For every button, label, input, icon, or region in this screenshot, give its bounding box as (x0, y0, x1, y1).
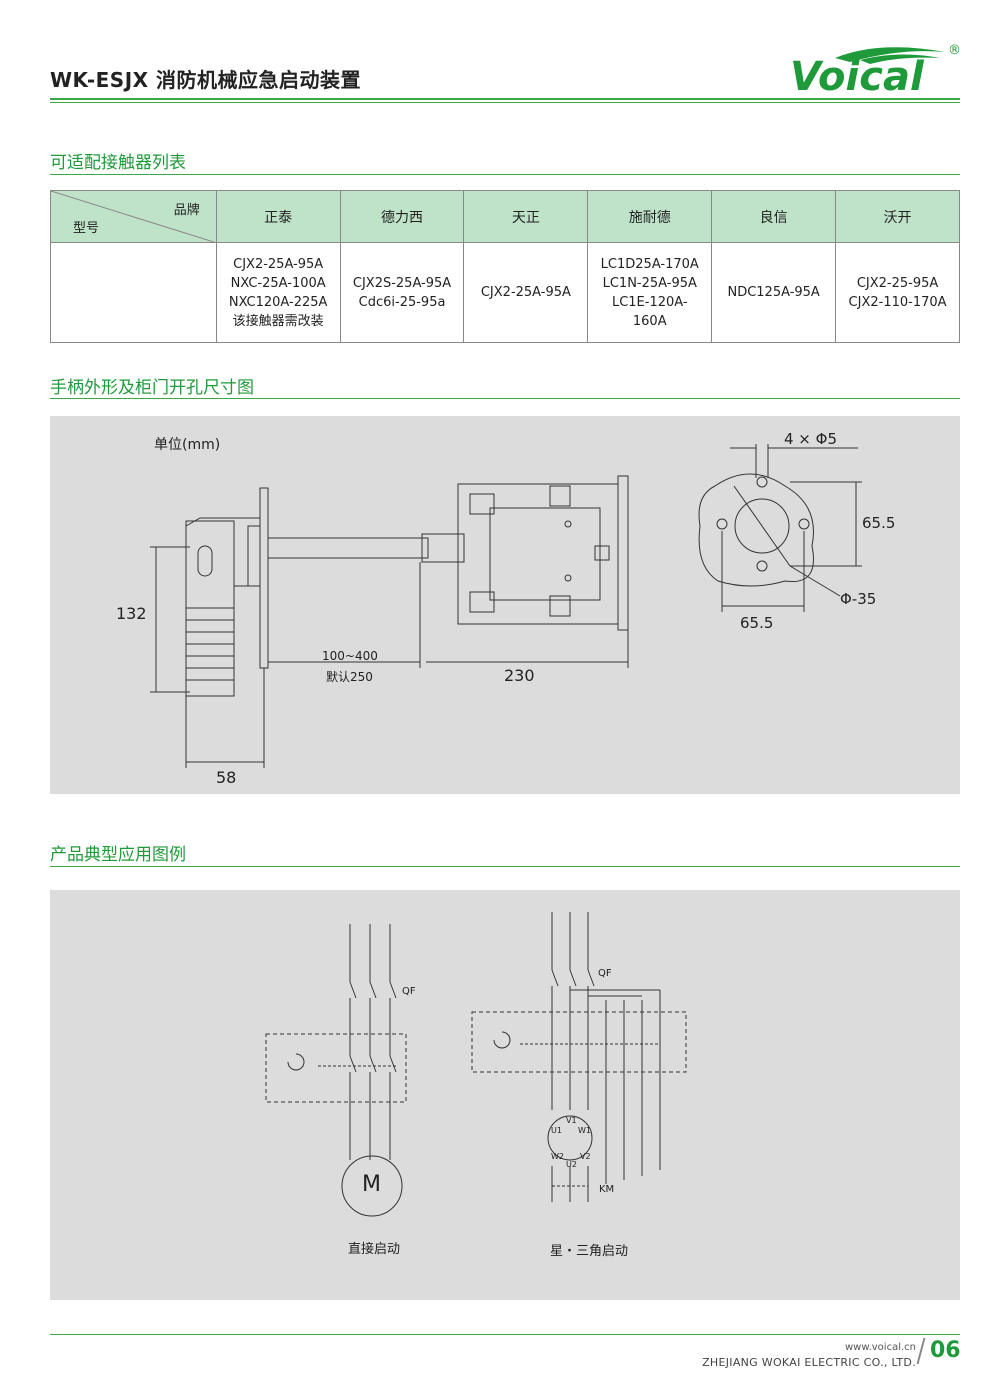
model-line: 160A (632, 313, 667, 329)
brand-header: 良信 (711, 190, 837, 243)
model-line: NXC-25A-100A (230, 275, 326, 291)
terminal-v2: V2 (580, 1152, 591, 1161)
height-dimension: 132 (116, 604, 147, 623)
header-divider (50, 98, 960, 100)
brand-header: 施耐德 (587, 190, 713, 243)
direct-start-caption: 直接启动 (348, 1242, 401, 1257)
star-delta-caption: 星・三角启动 (550, 1244, 629, 1259)
hole-spacing-vertical: 65.5 (862, 514, 896, 532)
model-line: CJX2S-25A-95A (352, 275, 452, 291)
hole-spacing-horizontal: 65.5 (740, 614, 774, 632)
model-line: 该接触器需改装 (232, 313, 324, 329)
dimension-drawing (150, 444, 862, 768)
motor-label: M (362, 1172, 381, 1197)
table-row: CJX2-25A-95A NXC-25A-100A NXC120A-225A 该… (50, 242, 960, 343)
section-divider (50, 174, 960, 175)
dimension-drawing-panel: 单位(mm) 132 58 100~400 默认250 230 4 × Φ5 6… (50, 416, 960, 794)
corner-brand-label: 品牌 (173, 203, 200, 218)
model-line: CJX2-25A-95A (480, 285, 571, 300)
footer-url: www.voical.cn (844, 1342, 916, 1353)
contactor-table: 品牌 型号 正泰 德力西 天正 施耐德 良信 沃开 CJX2-25A-95A N… (50, 190, 960, 343)
brand-header: 正泰 (215, 190, 341, 243)
direct-breaker-label: QF (402, 986, 416, 997)
model-line: LC1N-25A-95A (602, 275, 697, 291)
corner-model-label: 型号 (73, 221, 100, 236)
section-title-applications: 产品典型应用图例 (50, 845, 186, 865)
terminal-w2: W2 (551, 1152, 564, 1161)
section-title-dimensions: 手柄外形及柜门开孔尺寸图 (50, 378, 254, 398)
terminal-w1: W1 (578, 1126, 591, 1135)
center-hole-dimension: Φ-35 (840, 590, 877, 608)
svg-text:Voical: Voical (790, 54, 925, 98)
model-cell: LC1D25A-170A LC1N-25A-95A LC1E-120A- 160… (587, 242, 713, 343)
model-cell: NDC125A-95A (711, 242, 837, 343)
page-number: 06 (930, 1338, 961, 1363)
page-title: WK-ESJX 消防机械应急启动装置 (50, 68, 362, 92)
model-line: LC1E-120A- (611, 294, 688, 310)
contactor-label: KM (599, 1184, 615, 1195)
model-cell: CJX2-25A-95A (463, 242, 589, 343)
section-title-contactors: 可适配接触器列表 (50, 153, 186, 173)
star-delta-breaker-label: QF (598, 968, 612, 979)
terminal-u1: U1 (551, 1126, 562, 1135)
body-length-dimension: 230 (504, 666, 535, 685)
model-line: LC1D25A-170A (600, 256, 699, 272)
model-cell: CJX2-25-95A CJX2-110-170A (835, 242, 960, 343)
shaft-default-dimension: 默认250 (326, 670, 373, 684)
model-line: CJX2-25-95A (856, 275, 939, 291)
table-header-row: 品牌 型号 正泰 德力西 天正 施耐德 良信 沃开 (50, 190, 960, 243)
brand-header: 德力西 (339, 190, 465, 243)
unit-label: 单位(mm) (154, 437, 221, 453)
model-cell: CJX2-25A-95A NXC-25A-100A NXC120A-225A 该… (215, 242, 341, 343)
model-empty-cell (50, 242, 217, 343)
mounting-holes-dimension: 4 × Φ5 (784, 430, 837, 448)
wiring-diagrams (265, 912, 687, 1217)
footer-company: ZHEJIANG WOKAI ELECTRIC CO., LTD. (702, 1356, 916, 1369)
model-line: Cdc6i-25-95a (358, 294, 446, 310)
footer-divider (50, 1334, 960, 1335)
brand-header: 沃开 (835, 190, 960, 243)
shaft-range-dimension: 100~400 (322, 649, 378, 663)
model-line: NXC120A-225A (228, 294, 328, 310)
application-diagram-panel: QF M 直接启动 QF KM V1 U1 W1 W2 U2 V2 星・三角启动 (50, 890, 960, 1300)
model-line: CJX2-110-170A (848, 294, 947, 310)
table-corner-cell: 品牌 型号 (50, 190, 217, 243)
brand-header: 天正 (463, 190, 589, 243)
model-line: CJX2-25A-95A (233, 256, 324, 272)
section-divider (50, 398, 960, 399)
footer-separator (916, 1338, 926, 1364)
terminal-u2: U2 (566, 1160, 577, 1169)
depth-dimension: 58 (216, 768, 237, 787)
model-cell: CJX2S-25A-95A Cdc6i-25-95a (339, 242, 465, 343)
section-divider (50, 866, 960, 867)
terminal-v1: V1 (566, 1116, 577, 1125)
brand-logo: Voical ® (780, 38, 970, 100)
model-line: NDC125A-95A (727, 285, 820, 300)
header-divider-thin (50, 102, 960, 103)
svg-text:®: ® (948, 43, 961, 58)
